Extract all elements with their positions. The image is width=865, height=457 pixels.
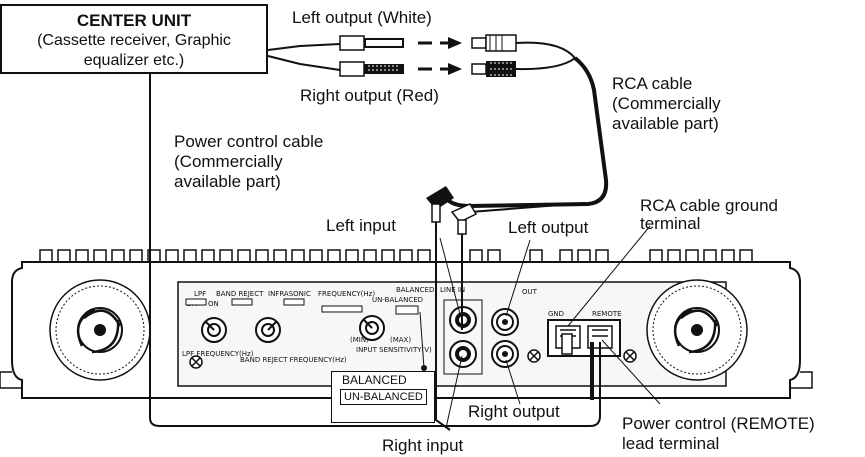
right-output-red-label: Right output (Red) (300, 86, 439, 105)
band-reject-frequency-knob[interactable] (255, 317, 281, 343)
power-remote-label-1: Power control (REMOTE) (622, 414, 815, 433)
panel-balanced-label: BALANCED (396, 286, 434, 294)
panel-infrasonic-label: INFRASONIC (268, 290, 311, 298)
screw-icon (189, 355, 203, 369)
power-remote-leader (601, 339, 661, 405)
panel-max-label: (MAX) (390, 336, 411, 344)
unbalanced-label: UN-BALANCED (340, 389, 427, 405)
power-cable-label-1: Power control cable (174, 132, 324, 151)
white-rca-plug-cable (471, 34, 517, 52)
left-input-leader (439, 237, 461, 315)
power-cable-label-2: (Commercially (174, 152, 283, 171)
lpf-frequency-knob[interactable] (201, 317, 227, 343)
screw-icon (623, 349, 637, 363)
band-reject-switch[interactable] (231, 298, 253, 306)
center-unit-white-lead (267, 43, 341, 51)
terminal-block[interactable] (547, 319, 621, 357)
panel-out-label: OUT (522, 288, 538, 296)
arrow-right-icon (418, 37, 462, 49)
lpf-switch[interactable] (185, 298, 207, 306)
heatsink-fins (39, 249, 753, 262)
rca-ground-label-2: terminal (640, 214, 701, 233)
panel-frequency-label: FREQUENCY(Hz) (318, 290, 375, 298)
amplifier-unit: LPF BAND REJECT INFRASONIC FREQUENCY(Hz)… (0, 249, 813, 399)
balance-switch-callout: BALANCED UN-BALANCED (331, 371, 435, 423)
right-fan-icon (646, 279, 748, 381)
red-rca-plug-cable (471, 61, 516, 77)
right-output-jack[interactable] (491, 340, 519, 368)
rca-ground-label-1: RCA cable ground (640, 196, 778, 215)
center-unit-subtitle-2: equalizer etc.) (83, 52, 185, 69)
rca-ground-leader (567, 225, 651, 327)
frequency-switch[interactable] (321, 305, 363, 313)
infrasonic-switch[interactable] (283, 298, 305, 306)
panel-band-reject-frequency-label: BAND REJECT FREQUENCY(Hz) (240, 356, 347, 364)
left-input-label: Left input (326, 216, 396, 235)
panel-band-reject-label: BAND REJECT (216, 290, 264, 298)
white-rca-plug-source (339, 35, 404, 51)
ground-lug (561, 333, 573, 355)
right-input-label: Right input (382, 436, 464, 455)
screw-icon (527, 349, 541, 363)
panel-min-label: (MIN) (350, 336, 369, 344)
panel-gnd-label: GND (548, 310, 564, 318)
balance-switch[interactable] (395, 305, 419, 315)
center-unit-subtitle-1: (Cassette receiver, Graphic (37, 32, 231, 49)
center-unit-box: CENTER UNIT (Cassette receiver, Graphic … (0, 4, 268, 74)
rca-cable (444, 56, 609, 209)
power-cable-label-3: available part) (174, 172, 281, 191)
right-input-leader (445, 355, 463, 429)
panel-lpf-frequency-label: LPF FREQUENCY(Hz) (182, 350, 254, 358)
l-plug-right-input (450, 203, 478, 235)
input-sensitivity-knob[interactable] (359, 315, 385, 341)
right-input-jack[interactable] (449, 340, 477, 368)
panel-lpf-label: LPF (194, 290, 206, 298)
panel-remote-label: REMOTE (592, 310, 622, 318)
mounting-foot-left (0, 371, 22, 389)
left-output-leader (505, 239, 531, 317)
rca-cable (515, 41, 577, 71)
right-output-label: Right output (468, 402, 560, 421)
panel-line-in-label: LINE IN (440, 286, 465, 294)
power-remote-label-2: lead terminal (622, 434, 720, 453)
panel-unbalanced-label: UN-BALANCED (372, 296, 423, 304)
left-fan-icon (49, 279, 151, 381)
power-control-cable[interactable] (149, 74, 601, 427)
balance-leader-dot (421, 365, 427, 371)
center-unit-title: CENTER UNIT (76, 11, 192, 30)
rca-cable (469, 202, 586, 213)
mounting-foot-right (790, 371, 813, 389)
panel-on-label: ON (208, 300, 219, 308)
balanced-label: BALANCED (342, 373, 407, 387)
left-output-white-label: Left output (White) (292, 8, 432, 27)
panel-input-sensitivity-label: INPUT SENSITIVITY(V) (356, 346, 432, 354)
left-output-label: Left output (508, 218, 589, 237)
rca-cable-label-2: (Commercially (612, 94, 721, 113)
l-plug-left-input (426, 186, 454, 223)
rca-cable-label-1: RCA cable (612, 74, 693, 93)
center-unit-red-lead (267, 55, 341, 71)
red-rca-plug-source (339, 61, 404, 77)
left-output-jack[interactable] (491, 308, 519, 336)
rca-cable-label-3: available part) (612, 114, 719, 133)
arrow-right-icon (418, 63, 462, 75)
right-output-leader (505, 359, 521, 405)
balance-leader (419, 311, 425, 369)
